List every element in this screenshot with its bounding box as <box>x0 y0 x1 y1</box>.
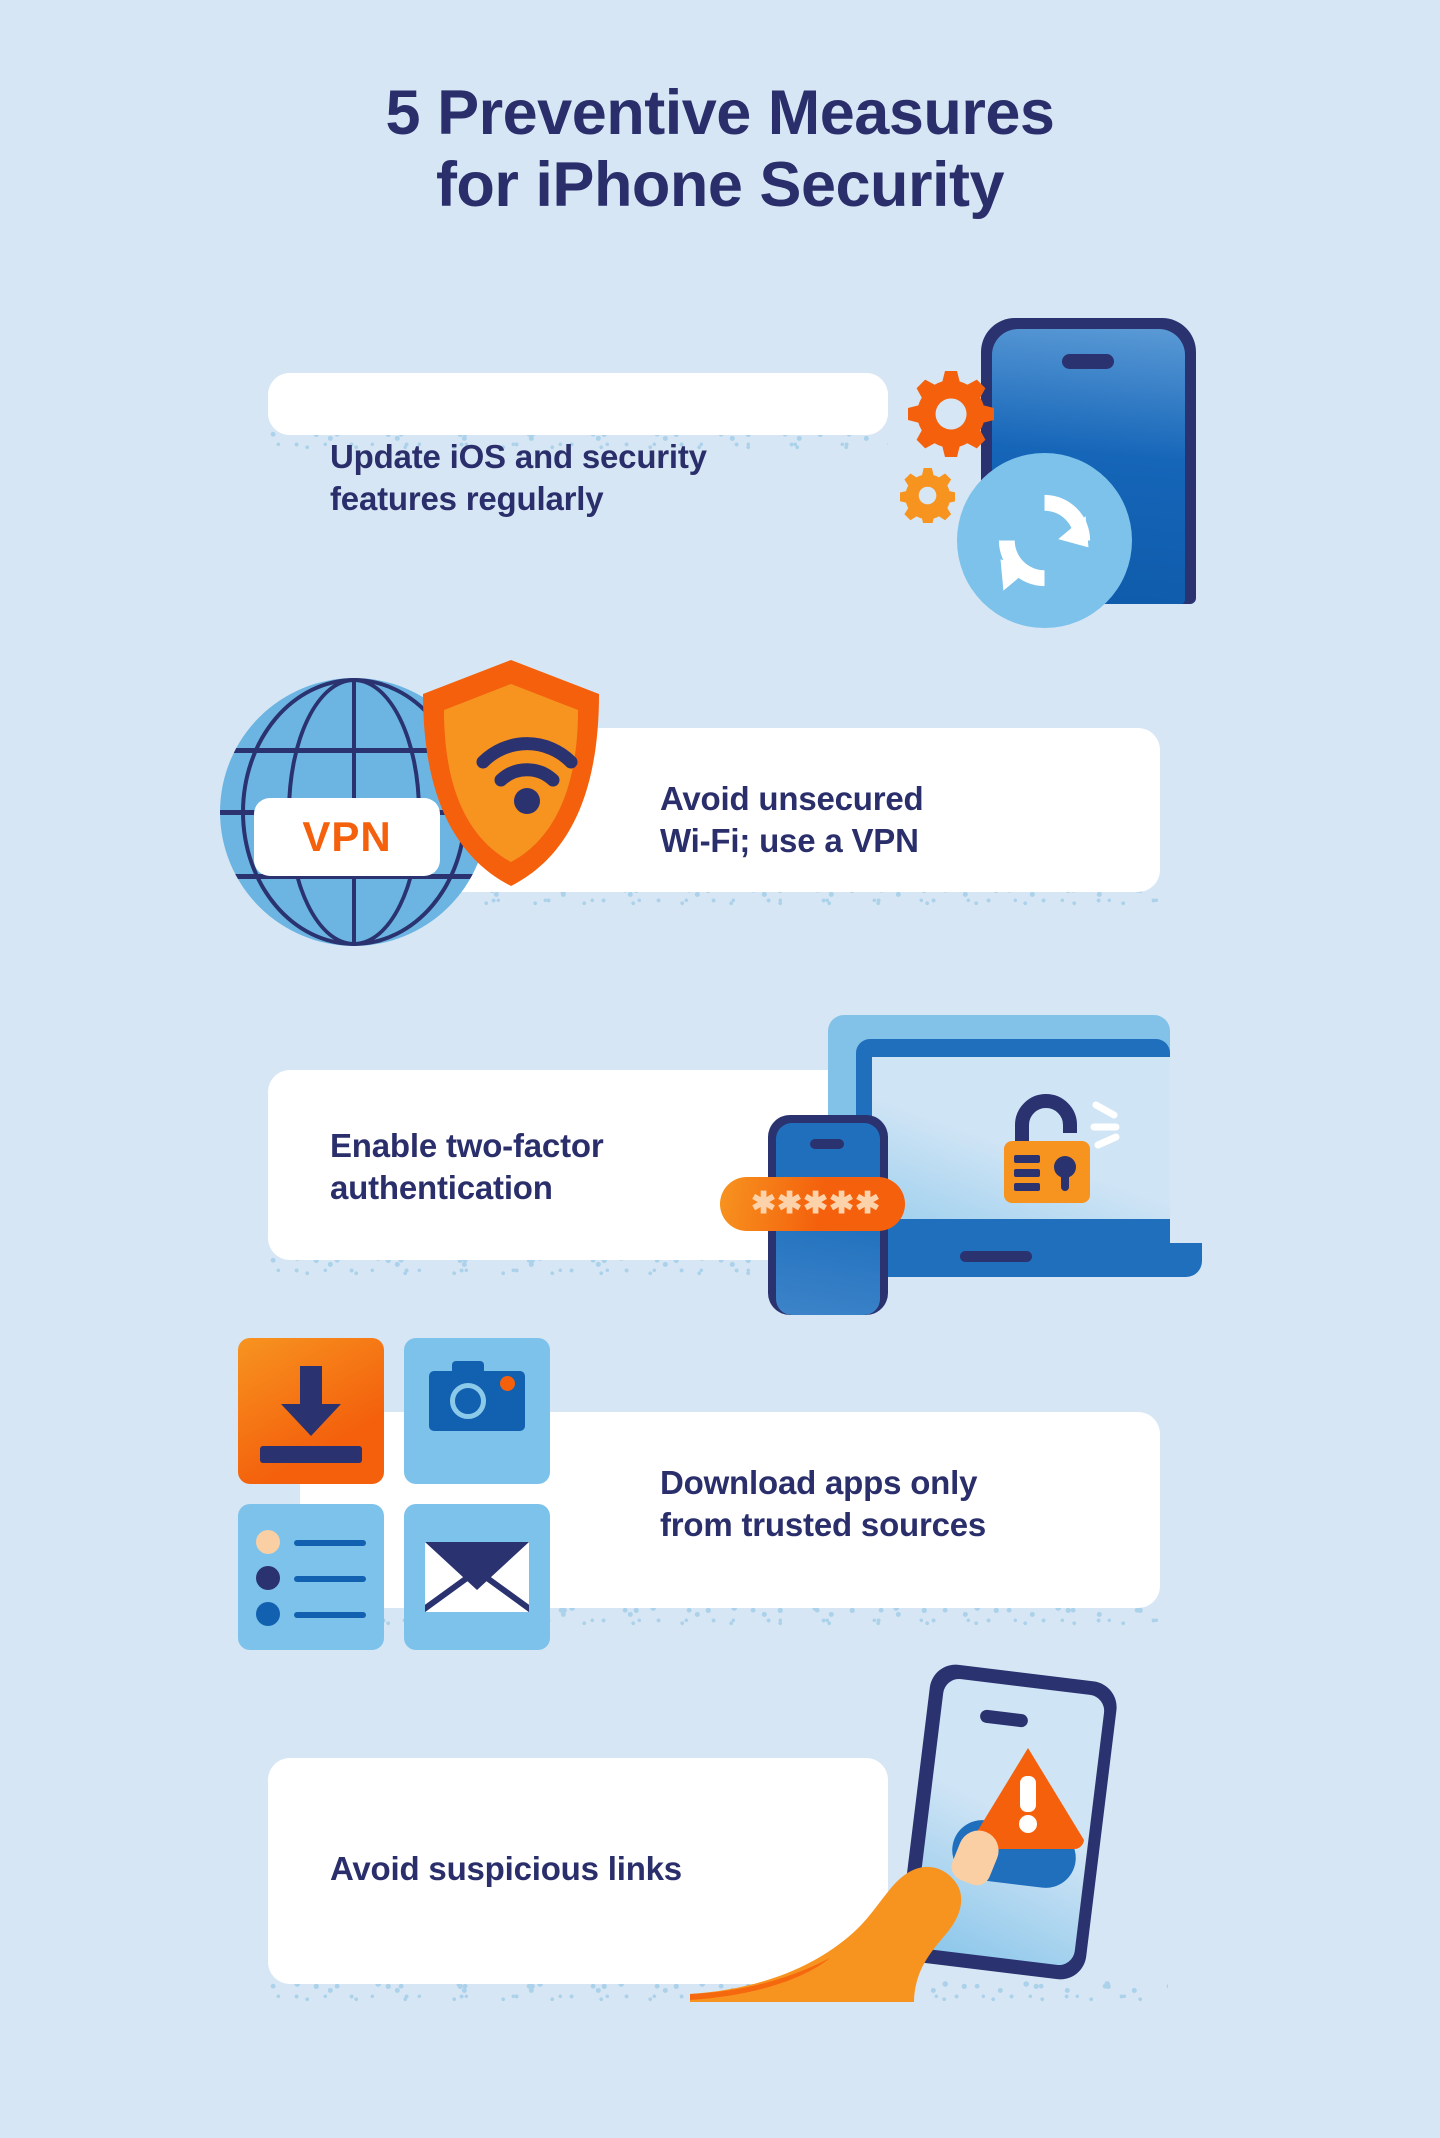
illustration-globe-vpn-shield: VPN <box>220 658 650 948</box>
list-line <box>294 1612 366 1618</box>
sync-refresh-icon <box>957 453 1132 628</box>
card-update-ios-body <box>268 373 888 435</box>
warning-triangle-icon <box>972 1748 1084 1849</box>
card-text-line: Enable two-factor <box>330 1127 604 1164</box>
card-text-line: features regularly <box>330 480 604 518</box>
card-text-trusted-sources: Download apps only from trusted sources <box>660 1462 1130 1546</box>
illustration-hand-phone-warning <box>690 1661 1160 2002</box>
download-arrow-head <box>281 1404 341 1436</box>
smartphone-notch <box>810 1139 844 1149</box>
unlocked-padlock-icon <box>1004 1094 1090 1203</box>
gear-small-icon <box>900 468 955 523</box>
hand-icon <box>690 1866 962 2002</box>
camera-flash-dot <box>500 1376 515 1391</box>
card-text-line: Update iOS and security <box>330 438 707 475</box>
page-title: 5 Preventive Measures for iPhone Securit… <box>0 78 1440 222</box>
list-line <box>294 1576 366 1582</box>
list-bullet <box>256 1566 280 1590</box>
card-text-avoid-unsecured-wifi: Avoid unsecured Wi-Fi; use a VPN <box>660 778 1130 862</box>
card-text-line: Avoid unsecured <box>660 780 924 817</box>
password-mask-char: ✱ <box>829 1186 855 1220</box>
card-text-avoid-suspicious-links: Avoid suspicious links <box>330 1848 800 1890</box>
page-title-line-2: for iPhone Security <box>435 149 1005 220</box>
illustration-phone-gears-sync <box>872 318 1202 628</box>
camera-app-icon <box>404 1338 550 1484</box>
card-avoid-suspicious-links <box>268 1758 888 1984</box>
card-text-line: Wi-Fi; use a VPN <box>660 822 919 860</box>
download-baseline <box>260 1446 362 1463</box>
card-text-two-factor-auth: Enable two-factor authentication <box>330 1125 760 1209</box>
page-title-line-1: 5 Preventive Measures <box>385 78 1055 148</box>
mail-app-icon <box>404 1504 550 1650</box>
download-arrow-stem <box>300 1366 322 1410</box>
list-line <box>294 1540 366 1546</box>
password-mask-char: ✱ <box>777 1186 803 1220</box>
card-text-line: Download apps only <box>660 1464 978 1501</box>
illustration-2fa: ✱ ✱ ✱ ✱ ✱ <box>720 1015 1202 1315</box>
envelope <box>425 1542 529 1612</box>
card-text-line: Avoid suspicious links <box>330 1850 682 1887</box>
camera-lens <box>450 1383 486 1419</box>
vpn-badge-label: VPN <box>302 813 392 860</box>
list-app-icon <box>238 1504 384 1650</box>
card-text-line: authentication <box>330 1169 553 1207</box>
list-bullet <box>256 1530 280 1554</box>
flash-lines-icon <box>1090 1101 1120 1149</box>
smartphone-notch <box>1062 354 1114 369</box>
card-text-line: from trusted sources <box>660 1506 987 1544</box>
envelope-flap <box>425 1542 529 1590</box>
vpn-badge: VPN <box>254 798 440 876</box>
wifi-icon <box>476 737 578 814</box>
illustration-app-tiles <box>238 1338 558 1658</box>
password-mask-char: ✱ <box>855 1186 881 1220</box>
password-field-icon: ✱ ✱ ✱ ✱ ✱ <box>720 1177 905 1231</box>
download-app-icon <box>238 1338 384 1484</box>
laptop-trackpad-notch <box>960 1251 1032 1262</box>
card-text-update-ios: Update iOS and security features regular… <box>330 436 890 520</box>
password-mask-char: ✱ <box>803 1186 829 1220</box>
list-bullet <box>256 1602 280 1626</box>
gear-large-icon <box>908 371 994 457</box>
